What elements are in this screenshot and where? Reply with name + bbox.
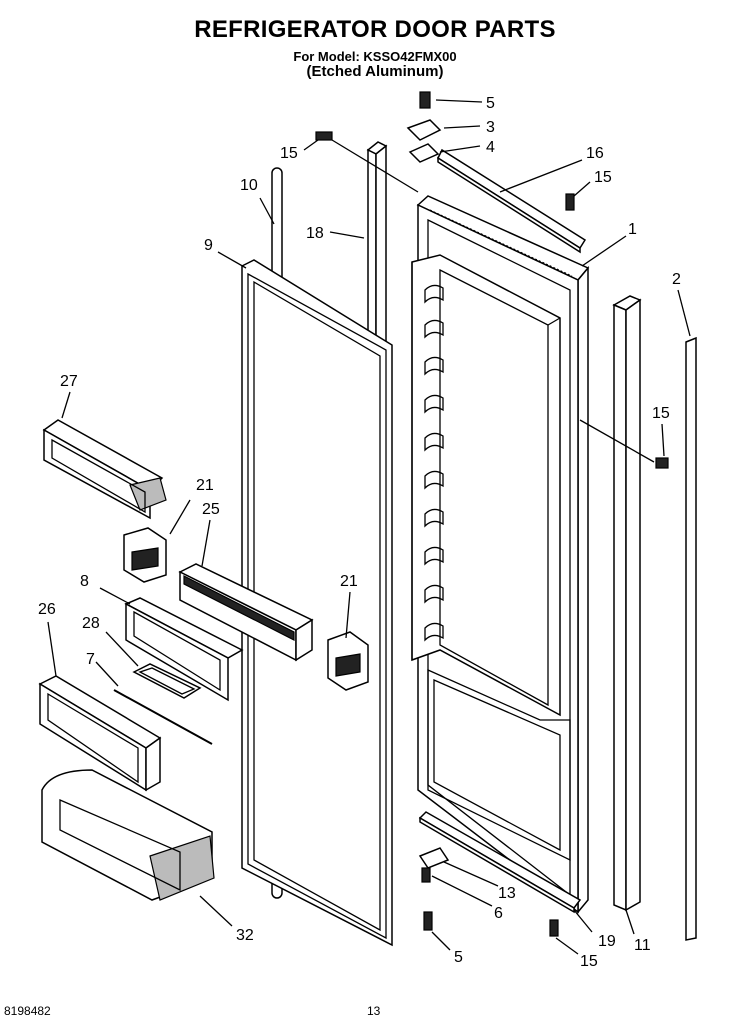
callout-15-a: 15 — [594, 169, 612, 186]
part-6-pin — [421, 867, 431, 883]
callout-9: 9 — [204, 237, 213, 254]
callout-3: 3 — [486, 119, 495, 136]
callout-21-b: 21 — [340, 573, 358, 590]
finish-line: (Etched Aluminum) — [306, 63, 444, 80]
callout-4: 4 — [486, 139, 495, 156]
callout-labels: 5 3 4 16 15 15 10 18 9 1 2 15 27 21 25 8… — [38, 95, 681, 970]
callout-15-b: 15 — [280, 145, 298, 162]
callout-25: 25 — [202, 501, 220, 518]
hinge-top-parts — [406, 91, 442, 163]
callout-32: 32 — [236, 927, 254, 944]
part-21-bracket-left — [123, 527, 167, 583]
callout-15-d: 15 — [580, 953, 598, 970]
part-4-shim — [408, 143, 440, 163]
part-7-rod — [113, 689, 213, 745]
part-15-screw-a — [315, 131, 333, 141]
callout-21-a: 21 — [196, 477, 214, 494]
part-5-screw-top — [419, 91, 431, 109]
callout-5-bottom: 5 — [454, 949, 463, 966]
part-8-small-frame — [124, 597, 244, 702]
callout-15-c: 15 — [652, 405, 670, 422]
part-26-bin-front — [38, 675, 162, 792]
callout-7: 7 — [86, 651, 95, 668]
page-title: REFRIGERATOR DOOR PARTS — [194, 16, 556, 43]
callout-6: 6 — [494, 905, 503, 922]
part-5-screw-bottom — [423, 911, 433, 931]
callout-2: 2 — [672, 271, 681, 288]
model-line: For Model: KSSO42FMX00 — [293, 49, 457, 64]
callout-13: 13 — [498, 885, 516, 902]
part-11-side-trim — [612, 295, 642, 912]
part-1-door-outer-panel — [411, 195, 590, 915]
part-15-screw-c — [655, 457, 669, 469]
part-3-hinge-plate — [406, 119, 442, 141]
document-number: 8198482 — [4, 1004, 51, 1018]
part-27-door-bin — [42, 419, 167, 520]
part-16-top-trim — [437, 148, 587, 254]
part-25-dispenser-housing — [178, 563, 314, 662]
callout-16: 16 — [586, 145, 604, 162]
hinge-bottom-parts — [418, 847, 450, 931]
part-21-bracket-right — [327, 631, 369, 691]
door-liner-shelf-supports — [424, 284, 444, 642]
part-19-bottom-trim — [418, 811, 582, 914]
page-number: 13 — [367, 1004, 381, 1018]
callout-5-top: 5 — [486, 95, 495, 112]
leader-lines — [47, 99, 691, 955]
callout-1: 1 — [628, 221, 637, 238]
callout-27: 27 — [60, 373, 78, 390]
screws-15 — [315, 131, 669, 937]
part-2-strip — [685, 336, 697, 941]
callout-10: 10 — [240, 177, 258, 194]
callout-28: 28 — [82, 615, 100, 632]
callout-8: 8 — [80, 573, 89, 590]
callout-19: 19 — [598, 933, 616, 950]
part-18-hinge-trim — [366, 141, 388, 350]
callout-26: 26 — [38, 601, 56, 618]
part-15-screw-b — [565, 193, 575, 211]
part-13-hinge-bottom — [418, 847, 450, 869]
part-9-gasket-frame — [241, 259, 393, 947]
part-28-tray — [132, 663, 202, 699]
part-15-screw-d — [549, 919, 559, 937]
callout-18: 18 — [306, 225, 324, 242]
callout-11: 11 — [634, 937, 651, 954]
part-32-large-bin — [41, 769, 215, 901]
